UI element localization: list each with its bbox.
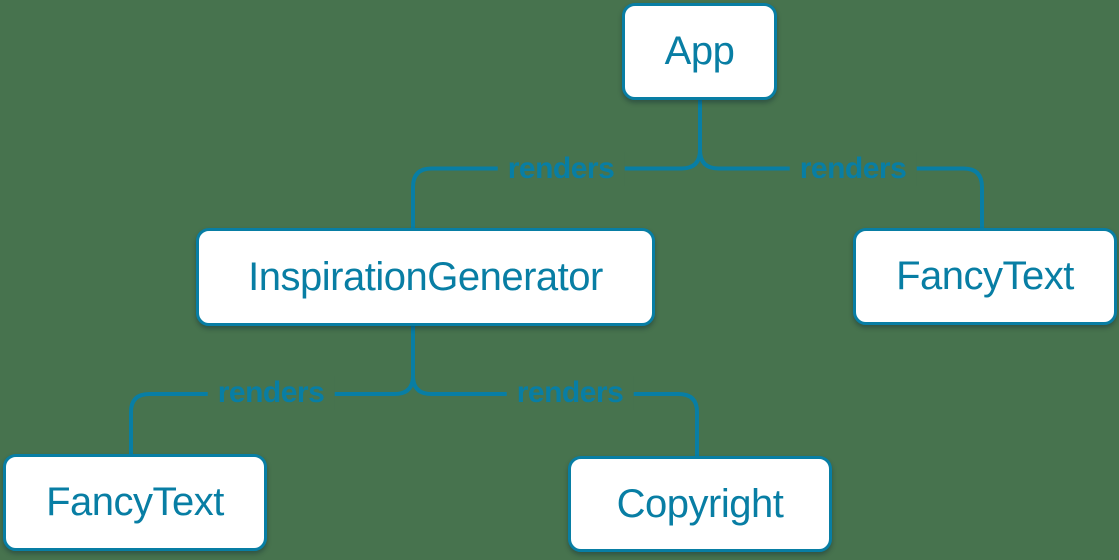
node-label: Copyright [616,481,784,526]
node-fancytext-bottom: FancyText [3,454,267,551]
node-fancytext-top: FancyText [853,228,1117,325]
node-app: App [622,3,777,100]
node-label: InspirationGenerator [248,254,603,299]
node-copyright: Copyright [568,456,832,552]
node-label: App [664,29,735,73]
edge-label-app-fancytext: renders [789,152,917,186]
node-inspiration-generator: InspirationGenerator [196,228,655,326]
node-label: FancyText [896,254,1074,298]
node-label: FancyText [46,480,224,524]
edge-label-inspirationgenerator-fancytext: renders [207,376,335,410]
edge-label-app-inspirationgenerator: renders [497,152,625,186]
edge-label-inspirationgenerator-copyright: renders [506,376,634,410]
